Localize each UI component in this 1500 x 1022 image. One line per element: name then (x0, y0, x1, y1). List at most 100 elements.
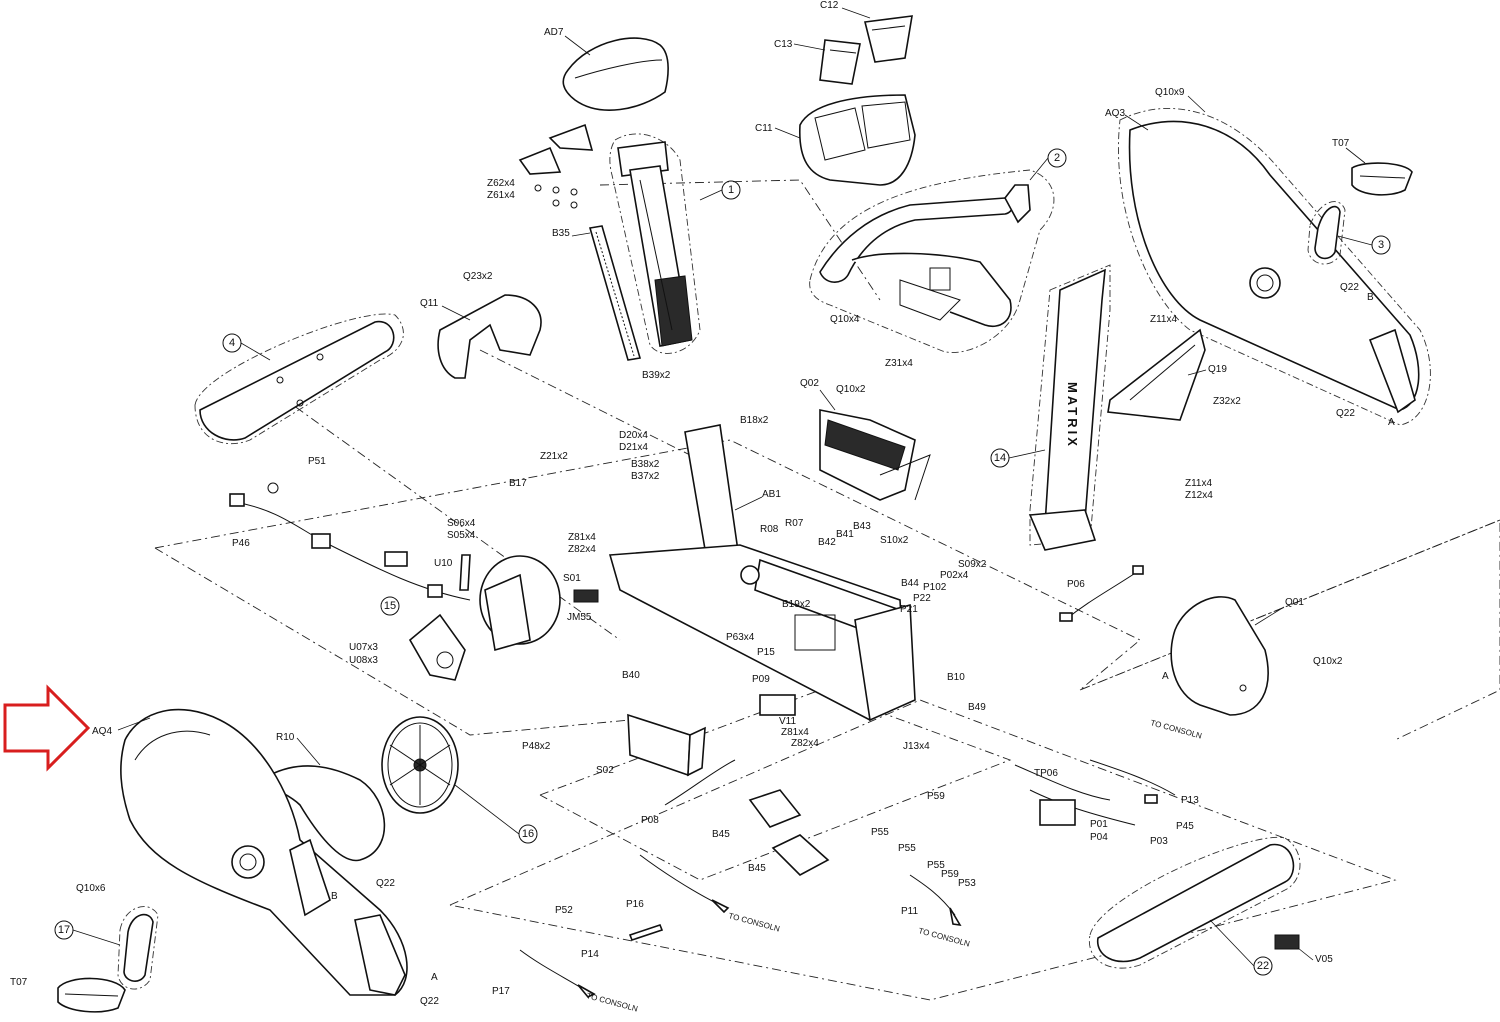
pad-b45-b (771, 834, 830, 876)
label-B19x2: B19x2 (782, 599, 811, 610)
label-A-mid: A (1162, 671, 1169, 682)
label-Z11x4-top: Z11x4 (1150, 314, 1177, 325)
label-Q19: Q19 (1208, 364, 1227, 375)
label-AD7: AD7 (544, 27, 564, 38)
label-AB1: AB1 (762, 489, 781, 500)
label-C12: C12 (820, 0, 839, 11)
label-D20x4: D20x4 (619, 430, 648, 441)
label-U07x3: U07x3 (349, 642, 378, 653)
label-Q22-bot: Q22 (376, 878, 395, 889)
label-S09x2: S09x2 (958, 559, 987, 570)
label-Z82x4-bot: Z82x4 (791, 738, 819, 749)
bracket-22 (408, 613, 466, 681)
label-U08x3: U08x3 (349, 655, 378, 666)
label-to-console-1: TO CONSOLN (1149, 718, 1202, 740)
label-T07-top: T07 (1332, 138, 1350, 149)
label-P03: P03 (1150, 836, 1168, 847)
label-P04: P04 (1090, 832, 1108, 843)
label-R10: R10 (276, 732, 295, 743)
label-Z61x4: Z61x4 (487, 190, 515, 201)
callout-4: 16 (518, 824, 538, 844)
label-P59b: P59 (941, 869, 959, 880)
crank-arm-17 (1314, 205, 1341, 260)
handlebar-assembly (819, 184, 1031, 327)
cover-15 (199, 320, 395, 441)
label-P102: P102 (923, 582, 947, 593)
label-S10x2: S10x2 (880, 535, 909, 546)
label-B37x2: B37x2 (631, 471, 660, 482)
label-B10: B10 (947, 672, 965, 683)
label-Z81x4-top: Z81x4 (568, 532, 596, 543)
label-Q10x9: Q10x9 (1155, 87, 1185, 98)
cable-p14 (628, 924, 664, 941)
label-Q10x4: Q10x4 (830, 314, 860, 325)
label-Q02: Q02 (800, 378, 819, 389)
label-P55a: P55 (871, 827, 889, 838)
label-jm55 (573, 589, 599, 603)
upright-column: MATRIX (1028, 268, 1106, 551)
tray-q02 (819, 409, 931, 501)
assembly-boundary-link2 (479, 349, 701, 461)
svg-text:1: 1 (728, 184, 734, 196)
assembly-boundary-mid (539, 689, 1012, 881)
label-P51: P51 (308, 456, 326, 467)
label-P01: P01 (1090, 819, 1108, 830)
label-P21: P21 (900, 604, 918, 615)
label-P22: P22 (913, 593, 931, 604)
svg-text:2: 2 (1054, 152, 1060, 164)
label-P15: P15 (757, 647, 775, 658)
seat-rail-b35 (588, 225, 642, 361)
label-Z12x4: Z12x4 (1185, 490, 1213, 501)
callout-3: 2 (1047, 148, 1067, 168)
label-to-console-2: TO CONSOLN (727, 911, 780, 933)
label-P55c: P55 (927, 860, 945, 871)
label-B43: B43 (853, 521, 871, 532)
label-Z82x4-top: Z82x4 (568, 544, 596, 555)
belt-r10 (268, 765, 386, 862)
panel-q19 (1107, 328, 1206, 421)
controller-s02 (627, 713, 706, 777)
block-p09 (759, 694, 796, 716)
label-P14: P14 (581, 949, 599, 960)
seat-assembly (518, 37, 669, 209)
label-P11: P11 (901, 906, 918, 917)
label-S06x4: S06x4 (447, 518, 476, 529)
label-v05 (1274, 934, 1300, 950)
cover-q01 (1170, 596, 1269, 716)
label-Q22-right: Q22 (1336, 408, 1355, 419)
label-B42: B42 (818, 537, 836, 548)
label-P46: P46 (232, 538, 250, 549)
label-P48x2: P48x2 (522, 741, 551, 752)
label-Q10x6: Q10x6 (76, 883, 106, 894)
svg-text:15: 15 (384, 600, 396, 612)
left-shroud-aq4 (120, 708, 408, 996)
label-AQ4: AQ4 (92, 726, 112, 737)
highlight-arrow-icon (3, 684, 91, 772)
label-Q22-bot2: Q22 (420, 996, 439, 1007)
label-T07-bot: T07 (10, 977, 28, 988)
cable-p17 (519, 949, 596, 998)
frame-ab1 (608, 424, 916, 722)
seat-slider-post (617, 141, 693, 347)
svg-text:17: 17 (58, 924, 70, 936)
label-B41: B41 (836, 529, 854, 540)
label-D21x4: D21x4 (619, 442, 648, 453)
label-TP06: TP06 (1034, 768, 1058, 779)
label-B-bot: B (331, 891, 338, 902)
label-J13x4: J13x4 (903, 741, 930, 752)
pedal-bottom-t07 (57, 977, 126, 1013)
label-Q11: Q11 (420, 298, 439, 309)
svg-text:22: 22 (1257, 960, 1269, 972)
label-P02x4: P02x4 (940, 570, 969, 581)
cable-p16 (639, 854, 730, 914)
label-B35: B35 (552, 228, 570, 239)
flywheel-s01 (479, 555, 561, 652)
label-B-top: B (1367, 292, 1374, 303)
callout-22: 15 (380, 596, 400, 616)
label-Z11x4-mid: Z11x4 (1185, 478, 1212, 489)
label-A-right: A (1388, 417, 1395, 428)
pulley-4 (381, 716, 459, 814)
cover-14 (1097, 843, 1295, 963)
label-Q22-top: Q22 (1340, 282, 1359, 293)
